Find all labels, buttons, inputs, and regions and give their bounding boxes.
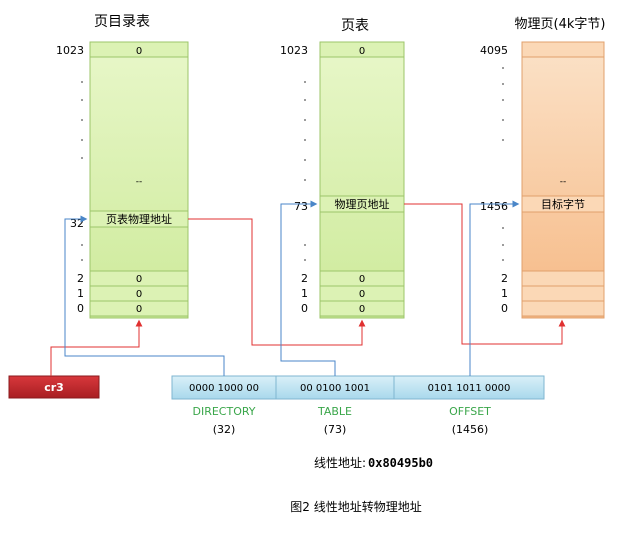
offset-index-arrow xyxy=(469,200,520,376)
table-row-value: 0 xyxy=(359,289,365,300)
page-top-index: 4095 xyxy=(480,44,508,57)
table-row-0 xyxy=(319,300,405,317)
page-entry-1456 xyxy=(521,195,605,213)
offset-bits: 0101 1011 0000 xyxy=(428,383,511,394)
directory-index-arrow xyxy=(64,215,225,376)
directory-top-value: 0 xyxy=(136,46,142,57)
page-row-2 xyxy=(521,270,605,287)
directory-row-0 xyxy=(89,300,189,317)
page-row-0 xyxy=(521,300,605,317)
offset-bits-cell xyxy=(393,375,545,400)
page-mid-marker: -- xyxy=(560,177,567,187)
directory-field-value: (32) xyxy=(213,423,236,436)
cr3-to-directory-arrow xyxy=(50,319,143,376)
figure-caption: 图2 线性地址转物理地址 xyxy=(290,499,421,514)
table-row-index: 0 xyxy=(301,302,308,315)
directory-top-entry xyxy=(89,41,189,58)
table-index-arrow xyxy=(280,200,336,376)
page-row-index: 1 xyxy=(501,287,508,300)
table-row-value: 0 xyxy=(359,274,365,285)
linear-address-bar: 0000 1000 00 00 0100 1001 0101 1011 0000… xyxy=(171,375,545,436)
directory-row-value: 0 xyxy=(136,274,142,285)
table-row-index: 1 xyxy=(301,287,308,300)
directory-row-index: 2 xyxy=(77,272,84,285)
table-entry-label: 物理页地址 xyxy=(335,197,390,211)
page-table: 页表 0 1023 物理页地址 73 0 0 0 2 1 0 xyxy=(280,18,405,319)
offset-field-value: (1456) xyxy=(452,423,489,436)
red-arrows xyxy=(50,203,566,376)
directory-top-index: 1023 xyxy=(56,44,84,57)
page-entry-label: 目标字节 xyxy=(541,197,585,211)
table-to-page-arrow xyxy=(404,203,566,345)
table-top-value: 0 xyxy=(359,46,365,57)
table-row-value: 0 xyxy=(359,304,365,315)
table-field-value: (73) xyxy=(324,423,347,436)
directory-bits: 0000 1000 00 xyxy=(189,383,259,394)
page-row-index: 2 xyxy=(501,272,508,285)
page-ellipsis xyxy=(502,67,504,261)
directory-row-value: 0 xyxy=(136,304,142,315)
directory-row-value: 0 xyxy=(136,289,142,300)
linear-address-label: 线性地址: xyxy=(314,456,366,470)
table-row-index: 2 xyxy=(301,272,308,285)
directory-to-table-arrow xyxy=(188,218,366,346)
table-top-index: 1023 xyxy=(280,44,308,57)
table-ellipsis xyxy=(304,81,306,261)
linear-address-line: 线性地址: 0x80495b0 xyxy=(314,456,433,470)
directory-mid-marker: -- xyxy=(136,177,143,187)
page-directory-table: 页目录表 0 1023 -- 页表物理地址 32 0 0 0 2 1 0 xyxy=(56,14,189,319)
table-entry-index: 73 xyxy=(294,200,308,213)
cr3-register: cr3 xyxy=(8,375,100,399)
page-top-entry xyxy=(521,41,605,58)
table-bits: 00 0100 1001 xyxy=(300,383,370,394)
directory-ellipsis xyxy=(81,81,83,261)
directory-entry-label: 页表物理地址 xyxy=(106,212,172,226)
cr3-box xyxy=(8,375,100,399)
directory-row-index: 0 xyxy=(77,302,84,315)
cr3-label: cr3 xyxy=(44,381,64,394)
table-field-name: TABLE xyxy=(317,405,352,418)
page-row-index: 0 xyxy=(501,302,508,315)
offset-field-name: OFFSET xyxy=(449,405,491,418)
table-top-entry xyxy=(319,41,405,58)
physical-page: 物理页(4k字节) 4095 -- 目标字节 1456 2 1 0 xyxy=(480,17,606,319)
directory-field-name: DIRECTORY xyxy=(192,405,255,418)
table-title: 页表 xyxy=(341,18,369,34)
directory-title: 页目录表 xyxy=(94,14,150,30)
page-row-1 xyxy=(521,285,605,302)
blue-arrows xyxy=(64,200,520,376)
page-entry-index: 1456 xyxy=(480,200,508,213)
linear-address-value: 0x80495b0 xyxy=(368,456,433,470)
page-title: 物理页(4k字节) xyxy=(515,17,606,32)
directory-row-index: 1 xyxy=(77,287,84,300)
